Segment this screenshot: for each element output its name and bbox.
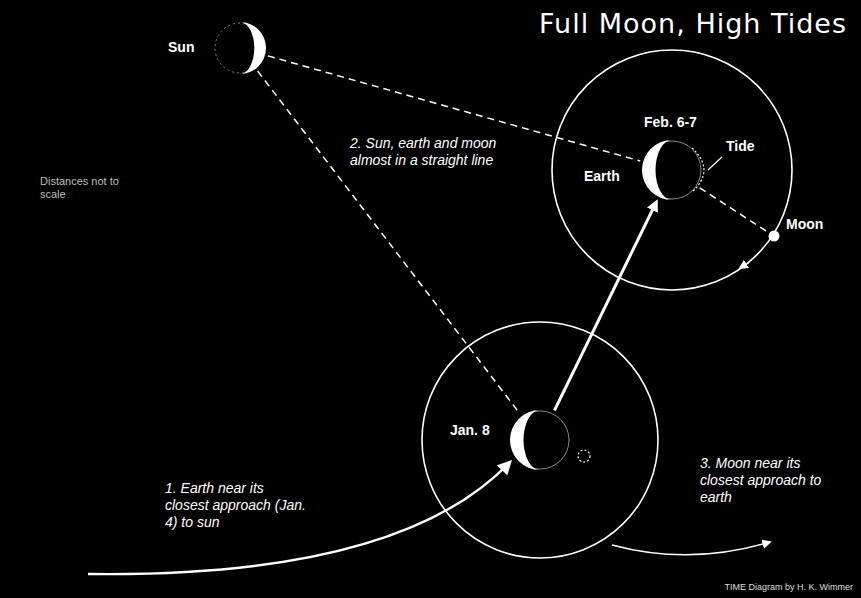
body-outline	[768, 230, 780, 242]
credit-line: TIME Diagram by H. K. Wimmer	[724, 582, 853, 593]
tide-label: Tide	[726, 138, 755, 155]
moon-orbit	[552, 50, 792, 290]
body-label: Earth	[584, 168, 620, 184]
earth-figure: Jan. 8	[510, 410, 570, 470]
body-rim	[511, 411, 569, 469]
body-rim	[643, 141, 701, 199]
body-label: Moon	[786, 216, 823, 232]
diagram-title: Full Moon, High Tides	[539, 8, 847, 39]
moon-disc	[769, 231, 780, 242]
lit-crescent	[240, 22, 266, 74]
orbit-arrow	[740, 264, 746, 268]
body-outline	[642, 140, 702, 200]
body-label: Sun	[168, 39, 194, 55]
sun-figure: Sun	[214, 22, 266, 74]
tide-bulge	[692, 148, 704, 192]
note-text: 2. Sun, earth and moon almost in a strai…	[350, 135, 528, 169]
body-label: Jan. 8	[450, 422, 490, 438]
earth-figure: Feb. 6-7Earth	[642, 140, 702, 200]
alignment-line	[700, 188, 767, 231]
alignment-line	[258, 71, 520, 414]
moon-figure: Moon	[768, 230, 780, 242]
leader-line	[708, 157, 722, 170]
earth-orbit-arrow	[88, 462, 510, 574]
moon-orbit-arrow	[612, 542, 770, 555]
body-outline	[510, 410, 570, 470]
motion-arrow	[554, 201, 656, 410]
body-rim	[215, 23, 265, 73]
scale-note: Distances not to scale	[40, 175, 135, 201]
lit-crescent	[510, 410, 540, 470]
body-label: Feb. 6-7	[644, 114, 697, 130]
moon-orbit	[422, 322, 658, 558]
note-text: 1. Earth near its closest approach (Jan.…	[165, 480, 307, 531]
note-text: 3. Moon near its closest approach to ear…	[700, 455, 832, 506]
moon-figure	[578, 450, 590, 462]
lit-crescent	[642, 140, 672, 200]
body-outline	[214, 22, 266, 74]
